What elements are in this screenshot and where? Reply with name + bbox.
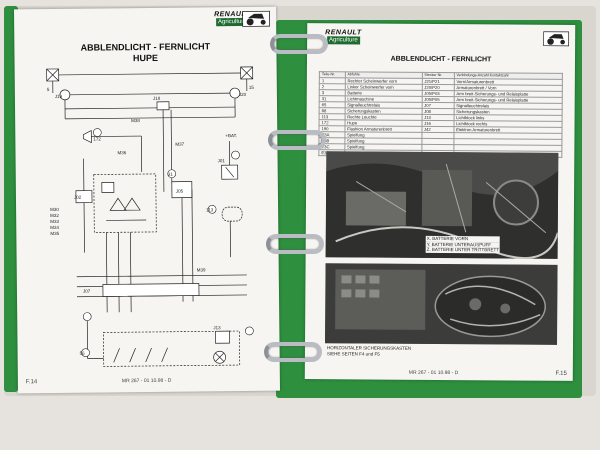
doc-ref-left: MR 267 - 01 10.98 - D — [121, 377, 172, 385]
engine-photo-2 — [325, 263, 558, 345]
binder-ring-upper — [268, 130, 326, 150]
label-wire: M33 — [50, 219, 59, 224]
engine-photo-1 — [325, 151, 559, 259]
label-w2: 15 — [249, 85, 255, 90]
label-wire: M34 — [50, 225, 59, 230]
label-fuse: +BAT. — [225, 133, 237, 138]
page-title-right: ABBLENDLICHT - FERNLICHT — [390, 55, 492, 64]
photo2-caption-line: SIEHE SEITEN F4 und F5 — [326, 350, 380, 357]
label-wire: M37 — [175, 142, 184, 147]
photo2-caption: HORIZONTALER SICHERUNGSKASTEN SIEHE SEIT… — [327, 345, 411, 357]
binder-ring-lower — [266, 234, 324, 254]
tractor-icon — [242, 10, 271, 27]
page-number-right: F.15 — [555, 370, 567, 377]
label-fuse-id: J02 — [74, 195, 82, 200]
photo1-caption: X. BATTERIE VORN Y. BATTERIE UNTERAUSPUF… — [425, 235, 501, 253]
label-c-top: J18 — [153, 96, 161, 101]
label-w1: 5 — [47, 87, 50, 92]
parts-legend-table: Teile-Nr. Abfuhle Stecker Nr. Verbindung… — [318, 71, 563, 158]
binder-ring-top — [270, 34, 328, 54]
label-relay1: J05 — [176, 189, 184, 194]
photo1-caption-line: Z. BATTERIE UNTER TRITTBRETT — [425, 246, 501, 253]
label-bus: J07 — [83, 289, 91, 294]
doc-ref-right: MR 267 - 01 10.98 - D — [408, 369, 459, 377]
binder-ring-bottom — [264, 342, 322, 362]
label-lamp-block: J13 — [213, 325, 221, 330]
brand-logo-right: RENAULT Agriculture — [325, 29, 362, 45]
left-page: RENAULT Agriculture ABBLENDLICHT - FERNL… — [13, 6, 281, 394]
label-switch: 31 — [168, 172, 174, 177]
label-box1: 113 — [206, 207, 214, 212]
label-wire: M35 — [50, 231, 59, 236]
label-c-right: J20 — [239, 92, 247, 97]
label-wire: M39 — [197, 267, 206, 272]
label-bottom-block: 56 — [80, 351, 86, 356]
label-wire: M32 — [50, 213, 59, 218]
label-relay2: J01 — [218, 158, 226, 163]
label-c-left: J19 — [55, 94, 63, 99]
tractor-icon — [543, 31, 570, 47]
label-wire: M38 — [131, 118, 140, 123]
label-wire: M30 — [50, 207, 59, 212]
page-number-left: F.14 — [25, 379, 38, 386]
right-page: RENAULT Agriculture ABBLENDLICHT - FERNL… — [304, 23, 576, 381]
label-horn: 172 — [93, 136, 101, 141]
brand-sub: Agriculture — [326, 36, 360, 45]
wiring-schematic: 5 15 J19 J20 J18 172 31 J05 J01 113 +BAT… — [46, 66, 255, 367]
label-wire: M36 — [117, 150, 126, 155]
